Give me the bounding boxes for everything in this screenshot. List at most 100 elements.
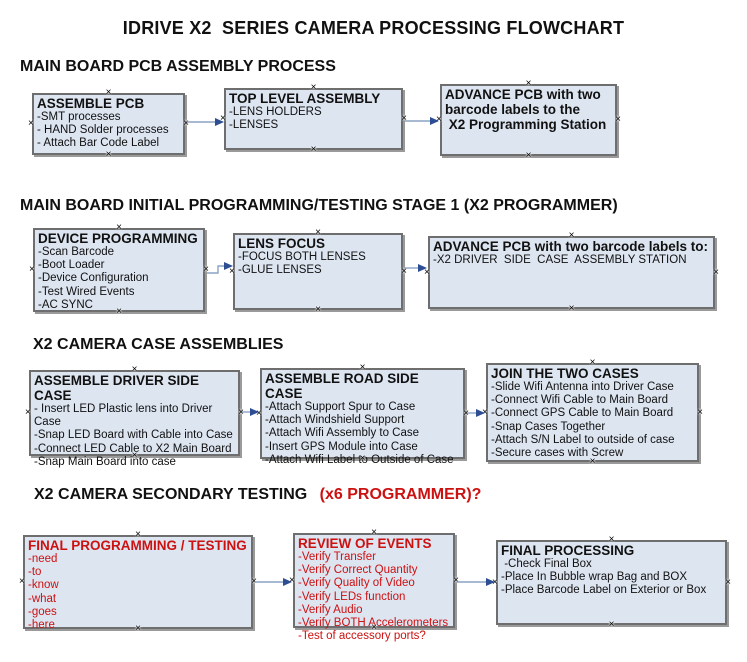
box-item: - HAND Solder processes bbox=[37, 124, 169, 137]
box-item: -Boot Loader bbox=[38, 259, 105, 272]
flow-arrowhead-icon bbox=[476, 409, 485, 417]
box-item: -Place In Bubble wrap Bag and BOX bbox=[501, 571, 688, 584]
section-heading-pcb-assembly: MAIN BOARD PCB ASSEMBLY PROCESS bbox=[20, 58, 336, 75]
box-item: -Snap Cases Together bbox=[491, 420, 606, 433]
box-item: -Connect GPS Cable to Main Board bbox=[491, 407, 674, 420]
box-title: TOP LEVEL ASSEMBLY bbox=[229, 91, 381, 106]
box-item: -Place Barcode Label on Exterior or Box bbox=[501, 584, 707, 597]
box-item: - Attach Bar Code Label bbox=[37, 137, 160, 150]
connector-handle-icon: × bbox=[482, 406, 488, 418]
box-title: JOIN THE TWO CASES bbox=[491, 366, 639, 381]
box-title: LENS FOCUS bbox=[238, 236, 326, 251]
box-item: -need bbox=[28, 553, 58, 565]
box-item: -Secure cases with Screw bbox=[491, 447, 624, 460]
connector-handle-icon: × bbox=[251, 576, 257, 587]
box-title: ASSEMBLE ROAD SIDE CASE bbox=[265, 371, 423, 401]
flow-arrowhead-icon bbox=[224, 262, 233, 270]
flow-box-final-processing: FINAL PROCESSING -Check Final Box -Place… bbox=[492, 535, 731, 630]
box-item: - Insert LED Plastic lens into Driver Ca… bbox=[34, 403, 216, 429]
connector-handle-icon: × bbox=[615, 114, 621, 125]
box-item: -Scan Barcode bbox=[38, 246, 115, 258]
connector-handle-icon: × bbox=[492, 576, 498, 588]
box-item: -Verify LEDs function bbox=[298, 590, 406, 603]
connector-handle-icon: × bbox=[220, 113, 226, 124]
box-item: -FOCUS BOTH LENSES bbox=[238, 251, 366, 263]
connector-handle-icon: × bbox=[315, 304, 321, 315]
connector-handle-icon: × bbox=[568, 303, 575, 314]
box-item: -Slide Wifi Antenna into Driver Case bbox=[491, 381, 674, 393]
box-item: -Connect LED Cable to X2 Main Board bbox=[34, 442, 232, 455]
box-items: -Scan Barcode -Boot Loader -Device Confi… bbox=[35, 246, 203, 312]
connector-handle-icon: × bbox=[401, 113, 407, 124]
section-heading-case-assemblies: X2 CAMERA CASE ASSEMBLIES bbox=[33, 336, 284, 353]
connector-handle-icon: × bbox=[463, 407, 469, 419]
box-item: -Attach Windshield Support bbox=[265, 414, 405, 427]
box-items: -X2 DRIVER SIDE CASE ASSEMBLY STATION bbox=[430, 254, 713, 267]
flow-arrowhead-icon bbox=[430, 117, 439, 125]
connector-handle-icon: × bbox=[25, 407, 31, 418]
section-heading-initial-programming: MAIN BOARD INITIAL PROGRAMMING/TESTING S… bbox=[20, 197, 618, 214]
box-item: -Verify Correct Quantity bbox=[298, 564, 418, 577]
flow-box-assemble-road-side-case: ASSEMBLE ROAD SIDE CASE -Attach Support … bbox=[256, 363, 469, 466]
box-item: -Attach S/N Label to outside of case bbox=[491, 433, 675, 446]
connector-handle-icon: × bbox=[453, 574, 459, 586]
box-title: FINAL PROCESSING bbox=[501, 543, 635, 558]
box-items: -LENS HOLDERS -LENSES bbox=[226, 106, 401, 132]
box-item: -Snap Main Board into case bbox=[34, 455, 176, 468]
flow-box-advance-pcb-programming-station: ADVANCE PCB with two barcode labels to t… bbox=[436, 79, 621, 161]
flow-arrowhead-icon bbox=[283, 578, 292, 586]
connector-handle-icon: × bbox=[183, 118, 189, 129]
box-title: DEVICE PROGRAMMING bbox=[38, 231, 198, 246]
connector-handle-icon: × bbox=[105, 149, 112, 160]
connector-handle-icon: × bbox=[424, 266, 430, 278]
section-heading-black-part: X2 CAMERA SECONDARY TESTING bbox=[34, 486, 312, 503]
box-title: FINAL PROGRAMMING / TESTING bbox=[28, 538, 247, 553]
flow-box-device-programming: DEVICE PROGRAMMING -Scan Barcode -Boot L… bbox=[29, 223, 209, 317]
flow-arrowhead-icon bbox=[486, 578, 495, 586]
box-item: -AC SYNC bbox=[38, 298, 93, 311]
box-items: -Attach Support Spur to Case -Attach Win… bbox=[262, 401, 463, 467]
box-item: -Device Configuration bbox=[38, 272, 149, 285]
flow-box-advance-pcb-driver-side: ADVANCE PCB with two barcode labels to: … bbox=[424, 231, 719, 314]
box-items: -need -to -know -what -goes -here bbox=[25, 553, 251, 632]
connector-handle-icon: × bbox=[29, 264, 35, 275]
box-item: -SMT processes bbox=[37, 111, 121, 123]
box-item: -to bbox=[28, 566, 42, 579]
box-item: -Attach Wifi Assembly to Case bbox=[265, 427, 420, 440]
box-item: -know bbox=[28, 579, 59, 592]
box-item: -LENS HOLDERS bbox=[229, 106, 322, 118]
box-item: -GLUE LENSES bbox=[238, 264, 322, 277]
connector-handle-icon: × bbox=[713, 266, 719, 278]
box-items: -Check Final Box -Place In Bubble wrap B… bbox=[498, 558, 725, 598]
box-item: -Test Wired Events bbox=[38, 285, 135, 298]
box-items: -FOCUS BOTH LENSES -GLUE LENSES bbox=[235, 251, 401, 277]
box-title: ASSEMBLE PCB bbox=[37, 96, 145, 111]
connector-handle-icon: × bbox=[203, 264, 209, 275]
box-items: - Insert LED Plastic lens into Driver Ca… bbox=[31, 403, 238, 469]
connector-handle-icon: × bbox=[697, 406, 703, 418]
box-item: -Verify BOTH Accelerometers bbox=[298, 617, 449, 630]
connector-handle-icon: × bbox=[436, 114, 442, 125]
box-item: -goes bbox=[28, 605, 57, 618]
box-item: -what bbox=[28, 592, 57, 605]
flow-arrowhead-icon bbox=[418, 264, 427, 272]
box-items: -Slide Wifi Antenna into Driver Case -Co… bbox=[488, 381, 697, 460]
flow-arrowhead-icon bbox=[250, 408, 259, 416]
box-item: -Check Final Box bbox=[501, 558, 592, 570]
box-item: -Test of accessory ports? bbox=[298, 630, 426, 643]
box-item: -Connect Wifi Cable to Main Board bbox=[491, 394, 669, 407]
connector-handle-icon: × bbox=[608, 619, 615, 630]
box-items: -Verify Transfer -Verify Correct Quantit… bbox=[295, 551, 453, 643]
box-item: -Insert GPS Module into Case bbox=[265, 440, 418, 453]
connector-handle-icon: × bbox=[310, 144, 317, 155]
flow-box-review-of-events: REVIEW OF EVENTS -Verify Transfer -Verif… bbox=[289, 528, 459, 643]
flow-box-assemble-driver-side-case: ASSEMBLE DRIVER SIDE CASE - Insert LED P… bbox=[25, 365, 244, 468]
flow-box-lens-focus: LENS FOCUS -FOCUS BOTH LENSES -GLUE LENS… bbox=[229, 228, 407, 315]
box-item: -Verify Transfer bbox=[298, 551, 376, 563]
box-item: -here bbox=[28, 619, 55, 632]
section-heading-secondary-testing: X2 CAMERA SECONDARY TESTING (x6 PROGRAMM… bbox=[34, 486, 481, 504]
connector-handle-icon: × bbox=[525, 150, 532, 161]
connector-handle-icon: × bbox=[289, 574, 295, 586]
box-item: -X2 DRIVER SIDE CASE ASSEMBLY STATION bbox=[433, 254, 687, 266]
